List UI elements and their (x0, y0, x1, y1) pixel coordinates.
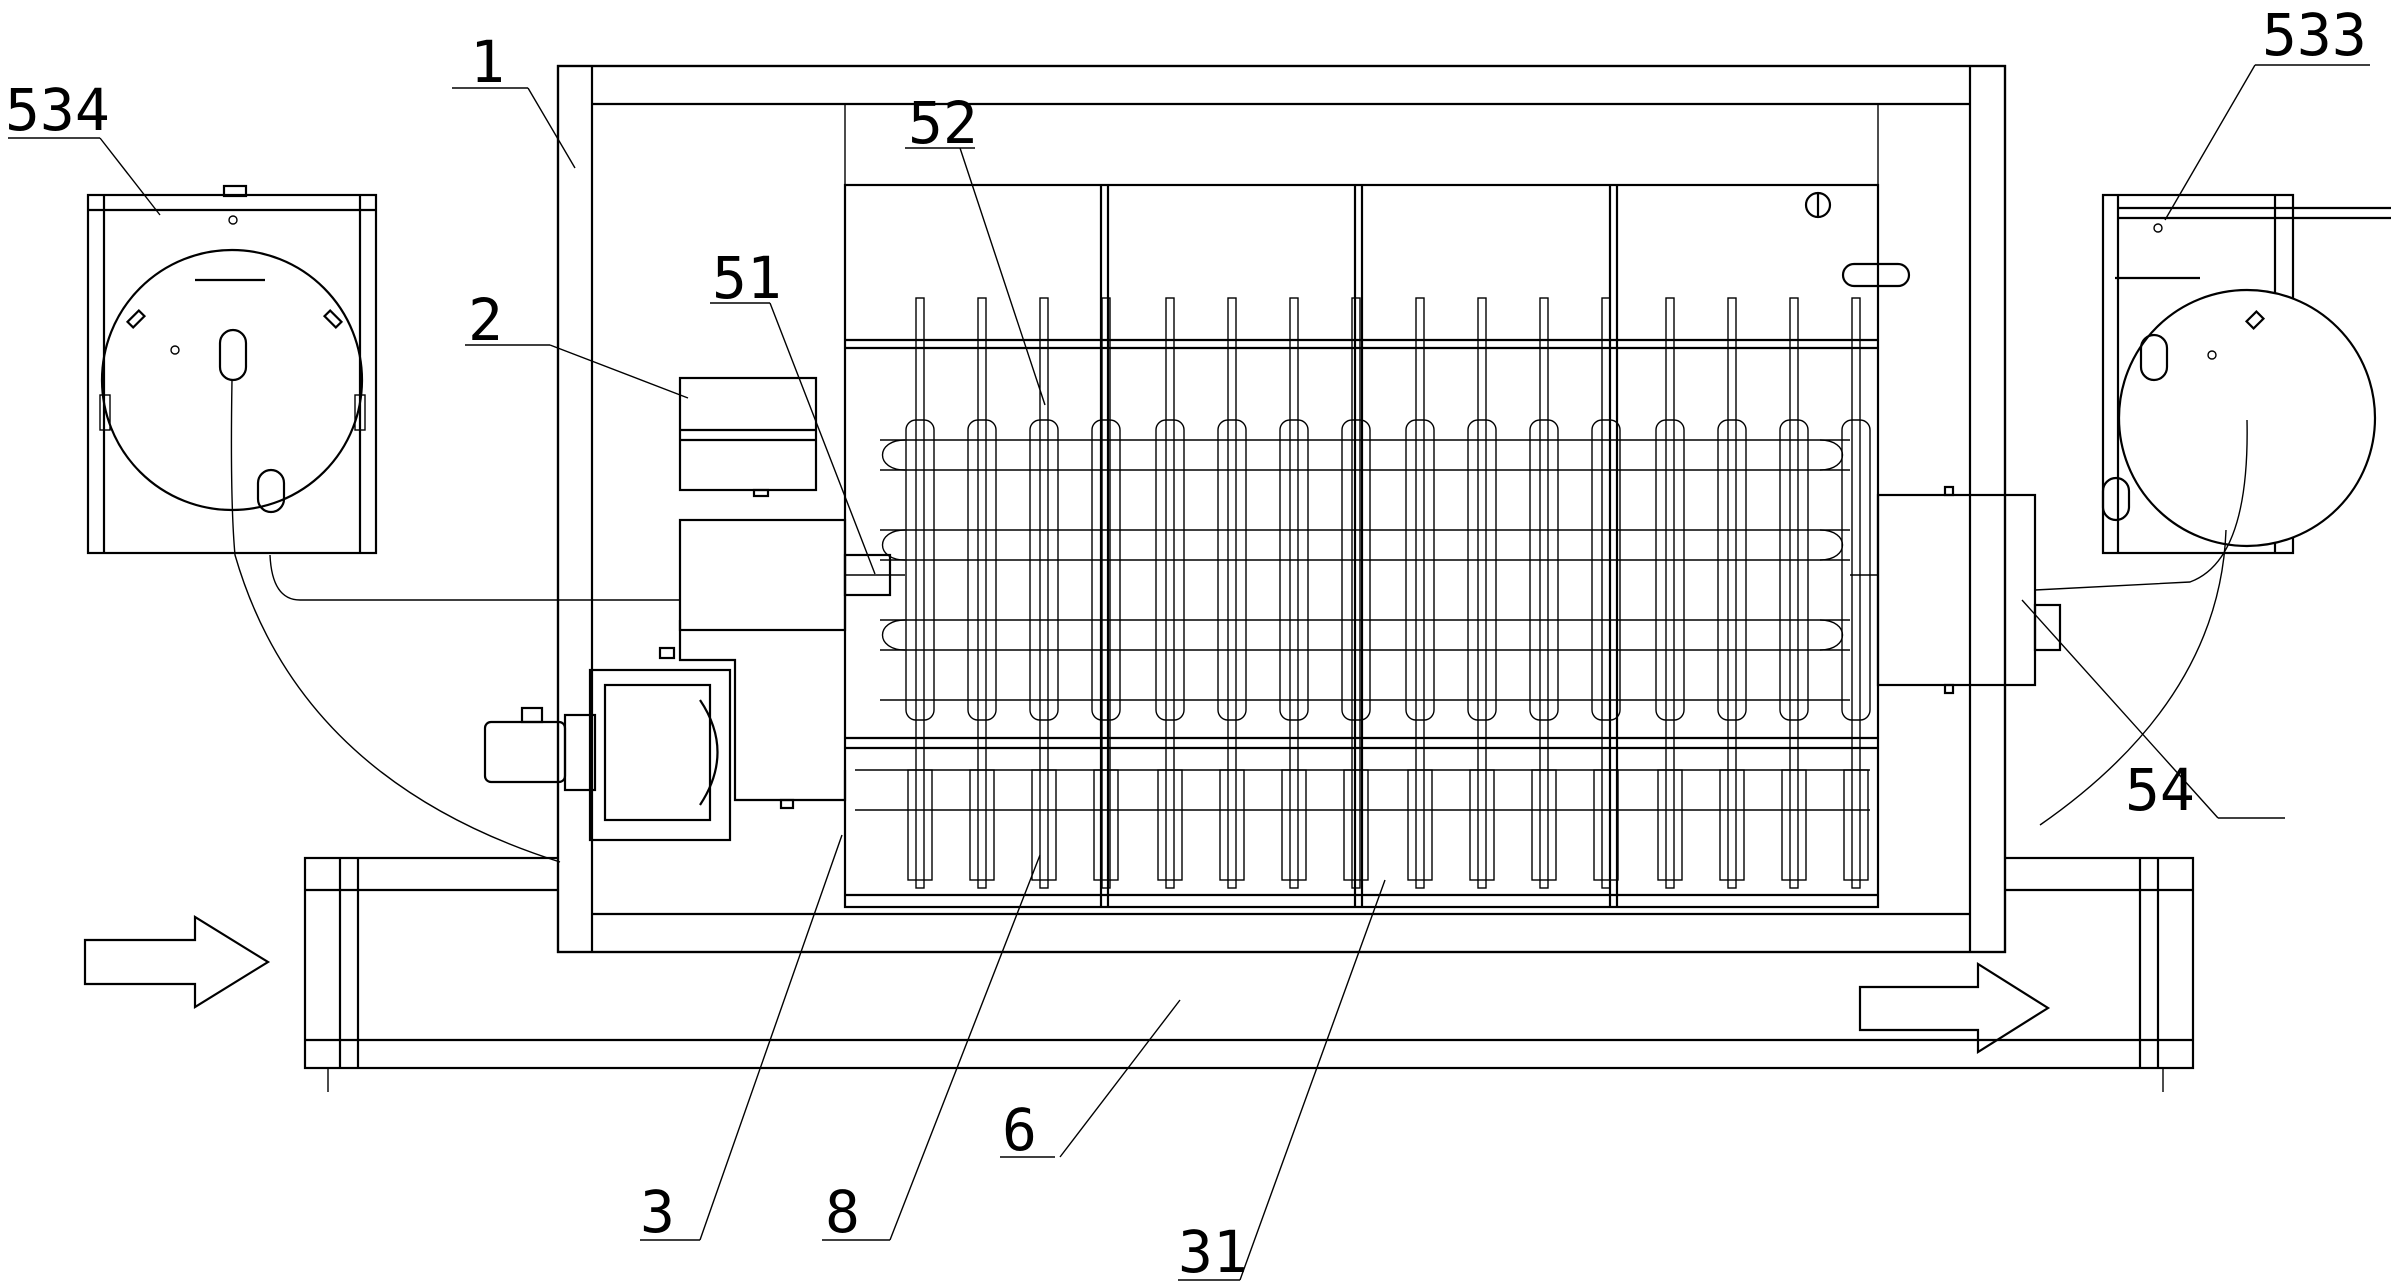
rod (1155, 297, 1185, 889)
rod (1717, 297, 1747, 889)
rod (1405, 297, 1435, 889)
rod (1091, 297, 1121, 889)
rod (905, 297, 935, 889)
rod (1029, 297, 1059, 889)
label-8: 8 (825, 1178, 860, 1246)
outlet-arrow (1858, 962, 2051, 1054)
rod (1529, 297, 1559, 889)
rod (1217, 297, 1247, 889)
label-31: 31 (1178, 1218, 1248, 1285)
label-6: 6 (1002, 1096, 1037, 1164)
cable-reel-right (2101, 193, 2391, 555)
label-2: 2 (468, 286, 503, 354)
inlet-arrow (83, 915, 271, 1009)
rod-array (905, 297, 1871, 889)
rod (1841, 297, 1871, 889)
label-3: 3 (640, 1178, 675, 1246)
leader-lines (8, 64, 2370, 1281)
label-54: 54 (2125, 756, 2195, 824)
label-534: 534 (5, 76, 110, 144)
rod (1467, 297, 1497, 889)
rod (1341, 297, 1371, 889)
label-52: 52 (908, 89, 978, 157)
label-51: 51 (712, 244, 782, 312)
shaft-left (678, 518, 905, 632)
rod (1591, 297, 1621, 889)
part-labels: 1 534 533 2 51 52 54 6 8 3 31 (5, 1, 2367, 1285)
rod (1655, 297, 1685, 889)
label-533: 533 (2262, 1, 2367, 69)
cables (230, 379, 2248, 863)
control-box (678, 376, 818, 498)
rod (1779, 297, 1809, 889)
label-1: 1 (470, 28, 505, 96)
rod (967, 297, 997, 889)
motor-assembly (483, 620, 847, 842)
cable-reel-left (86, 184, 378, 555)
rod (1279, 297, 1309, 889)
